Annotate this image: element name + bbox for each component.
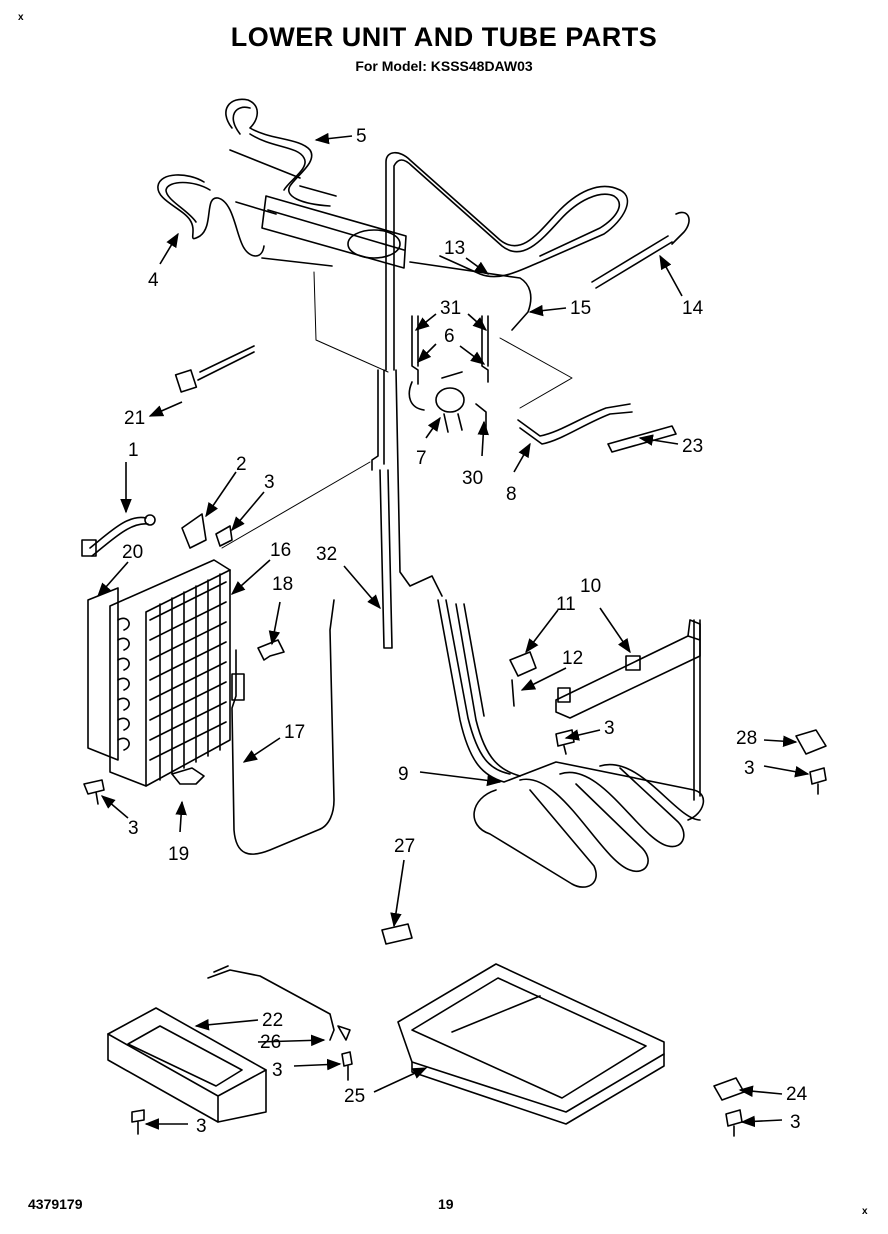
clip-28 xyxy=(795,729,827,755)
heater-bracket xyxy=(555,619,701,719)
drain-tube-rod xyxy=(591,235,673,289)
page-title: LOWER UNIT AND TUBE PARTS xyxy=(230,22,658,52)
callout-12: 12 xyxy=(562,648,583,669)
tube-clip xyxy=(257,639,285,661)
evaporator-coil xyxy=(87,559,231,787)
callout-13: 13 xyxy=(444,238,465,259)
screw xyxy=(215,525,233,547)
condenser-tube xyxy=(385,151,690,371)
callout-3: 3 xyxy=(128,818,139,839)
heater-wire xyxy=(207,965,335,1041)
mounting-clip xyxy=(171,767,205,785)
callout-3: 3 xyxy=(604,718,615,739)
clamp xyxy=(509,651,537,707)
suction-line xyxy=(379,469,393,649)
valve-assembly xyxy=(435,371,487,433)
leader-line xyxy=(221,461,371,549)
discharge-tube xyxy=(517,403,633,445)
callout-4: 4 xyxy=(148,270,159,291)
capillary-tube xyxy=(371,369,385,471)
callout-3: 3 xyxy=(744,758,755,779)
heater-element xyxy=(174,345,255,393)
callout-2: 2 xyxy=(236,454,247,475)
callout-7: 7 xyxy=(416,448,427,469)
callout-9: 9 xyxy=(398,764,409,785)
upper-suction-tube xyxy=(225,98,331,207)
callout-18: 18 xyxy=(272,574,293,595)
callout-15: 15 xyxy=(570,298,591,319)
callout-20: 20 xyxy=(122,542,143,563)
thermostat-bracket xyxy=(181,513,207,549)
callout-31: 31 xyxy=(440,298,461,319)
callout-26: 26 xyxy=(260,1032,281,1053)
small-drip-tray xyxy=(107,1007,267,1123)
callout-1: 1 xyxy=(128,440,139,461)
callout-5: 5 xyxy=(356,126,367,147)
callout-6: 6 xyxy=(444,326,455,347)
callout-19: 19 xyxy=(168,844,189,865)
callout-28: 28 xyxy=(736,728,757,749)
heat-exchanger xyxy=(229,149,407,269)
callout-3: 3 xyxy=(272,1060,283,1081)
callout-16: 16 xyxy=(270,540,291,561)
callout-17: 17 xyxy=(284,722,305,743)
callout-3: 3 xyxy=(790,1112,801,1133)
wire-harness xyxy=(81,514,156,557)
callout-11: 11 xyxy=(556,594,576,615)
callout-25: 25 xyxy=(344,1086,365,1107)
large-drip-pan xyxy=(397,963,665,1125)
page-number: 19 xyxy=(438,1196,454,1212)
document-number: 4379179 xyxy=(28,1196,83,1212)
callout-27: 27 xyxy=(394,836,415,857)
callout-10: 10 xyxy=(580,576,601,597)
callout-30: 30 xyxy=(462,468,483,489)
model-subtitle: For Model: KSSS48DAW03 xyxy=(355,58,533,74)
callout-23: 23 xyxy=(682,436,703,457)
callout-21: 21 xyxy=(124,408,145,429)
clip-strip xyxy=(607,425,677,453)
callout-32: 32 xyxy=(316,544,337,565)
clip-24 xyxy=(713,1077,745,1101)
callout-22: 22 xyxy=(262,1010,283,1031)
left-tube-loop xyxy=(157,174,265,257)
sensor-tube xyxy=(231,599,335,855)
corner-mark-top-left: x xyxy=(18,12,24,23)
corner-mark-bottom-right: x xyxy=(862,1206,868,1217)
tab-27 xyxy=(381,923,413,945)
callout-24: 24 xyxy=(786,1084,808,1105)
callout-3: 3 xyxy=(196,1116,207,1137)
water-heater-coil xyxy=(437,599,705,888)
callout-14: 14 xyxy=(682,298,704,319)
callout-3: 3 xyxy=(264,472,275,493)
callout-8: 8 xyxy=(506,484,517,505)
